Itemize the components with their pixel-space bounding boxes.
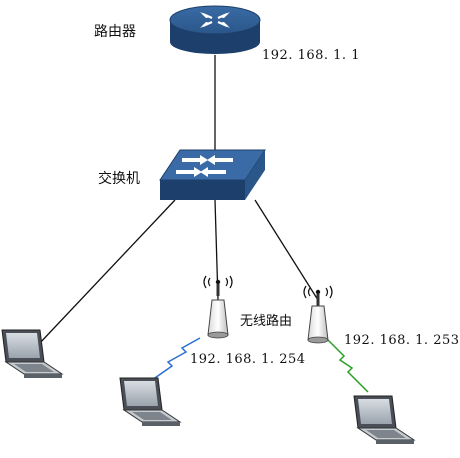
connections <box>37 55 319 346</box>
link-switch-ap2 <box>254 199 319 301</box>
wireless-router-label: 无线路由 <box>240 314 293 329</box>
switch-icon <box>159 149 266 200</box>
wireless-router-icon <box>203 275 233 339</box>
router-label: 路由器 <box>94 24 136 40</box>
router-icon <box>169 5 261 54</box>
link-switch-laptop1 <box>37 199 176 346</box>
switch-label: 交换机 <box>98 171 140 187</box>
diagram-canvas <box>1 5 416 444</box>
wireless-link-blue <box>151 337 201 381</box>
ap2-ip-label: 192. 168. 1. 253 <box>344 333 460 348</box>
laptop-icon <box>119 377 182 426</box>
router-ip-label: 192. 168. 1. 1 <box>262 48 360 63</box>
wireless-router-icon <box>303 285 333 344</box>
wireless-link-green <box>327 339 369 393</box>
laptop-icon <box>1 329 64 378</box>
laptop-icon <box>353 395 416 444</box>
network-diagram: 路由器 192. 168. 1. 1 交换机 无线路由 192. 168. 1.… <box>1 5 459 444</box>
ap1-ip-label: 192. 168. 1. 254 <box>190 352 306 367</box>
